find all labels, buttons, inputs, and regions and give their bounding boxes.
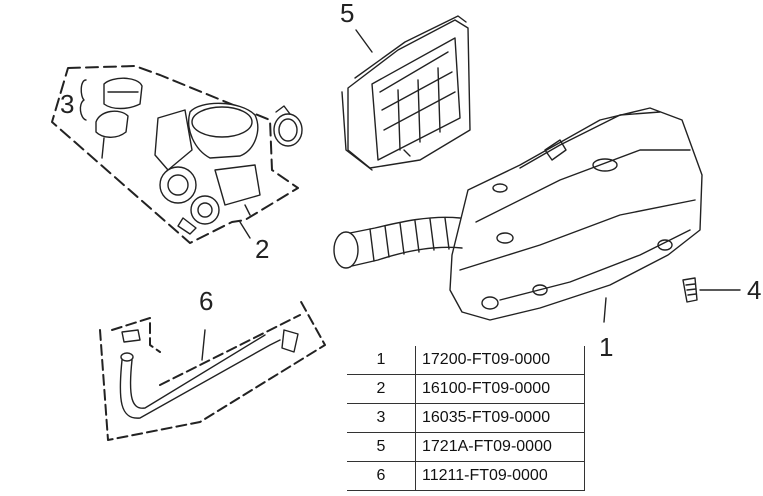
table-row: 5 1721A-FT09-0000 — [347, 432, 585, 462]
table-row: 6 11211-FT09-0000 — [347, 461, 585, 491]
part-code-cell: 1721A-FT09-0000 — [415, 432, 585, 462]
part-code-cell: 16100-FT09-0000 — [415, 374, 585, 404]
callout-6: 6 — [199, 286, 214, 316]
callout-4: 4 — [747, 275, 762, 305]
part-number-cell: 5 — [347, 432, 416, 462]
parts-table: 1 17200-FT09-0000 2 16100-FT09-0000 3 16… — [347, 346, 585, 491]
part-number-cell: 2 — [347, 374, 416, 404]
part-number-cell: 3 — [347, 403, 416, 433]
choke-parts-drawing — [79, 77, 143, 159]
breather-hose-drawing — [99, 299, 326, 441]
part-code-cell: 17200-FT09-0000 — [415, 346, 585, 375]
table-row: 1 17200-FT09-0000 — [347, 346, 585, 375]
callout-1: 1 — [599, 332, 614, 362]
table-row: 3 16035-FT09-0000 — [347, 403, 585, 433]
callout-2: 2 — [255, 234, 270, 264]
bolt-drawing — [682, 277, 741, 303]
callout-3: 3 — [60, 89, 75, 119]
leader-line-1 — [603, 297, 607, 323]
part-number-cell: 6 — [347, 461, 416, 491]
part-code-cell: 16035-FT09-0000 — [415, 403, 585, 433]
part-number-cell: 1 — [347, 346, 416, 375]
table-row: 2 16100-FT09-0000 — [347, 374, 585, 404]
part-code-cell: 11211-FT09-0000 — [415, 461, 585, 491]
leader-line-5 — [355, 29, 373, 53]
callout-5: 5 — [340, 0, 355, 28]
carburetor-group-drawing — [51, 65, 299, 244]
air-filter-element-drawing — [341, 15, 471, 171]
hose-clamp-drawing — [273, 105, 303, 147]
air-cleaner-housing-drawing — [333, 107, 703, 321]
